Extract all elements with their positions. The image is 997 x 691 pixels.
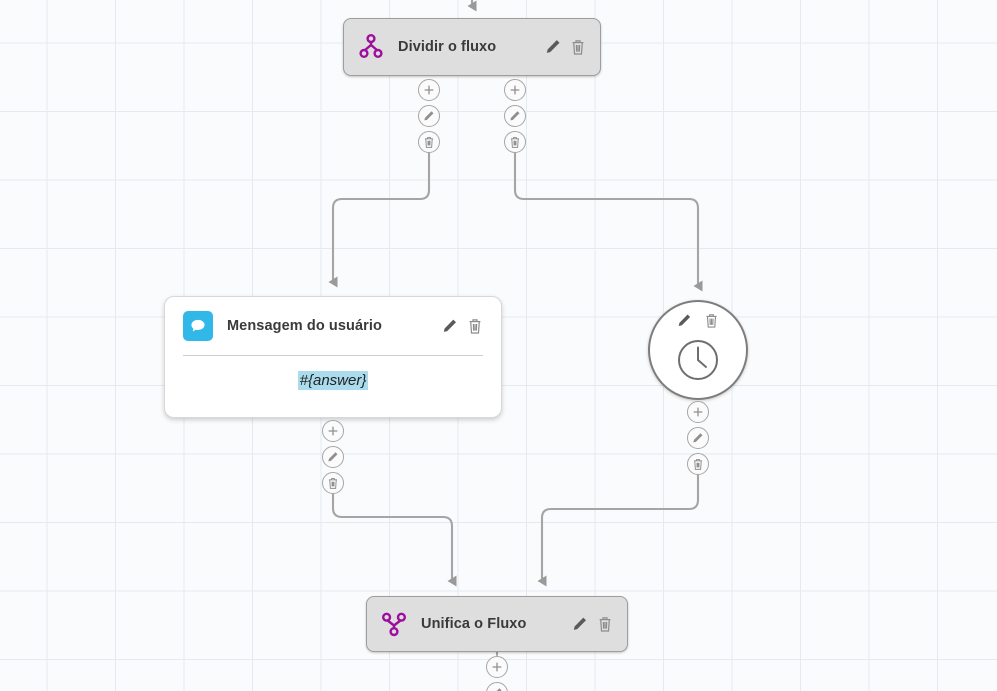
delete-icon[interactable] (467, 318, 483, 335)
node-split-title: Dividir o fluxo (398, 39, 497, 55)
edit-connector-button[interactable] (418, 105, 440, 127)
node-split-actions (545, 39, 586, 56)
add-step-button[interactable] (504, 79, 526, 101)
merge-icon (381, 611, 407, 637)
edge-split-right-to-timer (513, 151, 703, 292)
connector-controls-merge[interactable] (486, 656, 508, 691)
edit-connector-button[interactable] (687, 427, 709, 449)
node-merge[interactable]: Unifica o Fluxo (366, 596, 628, 652)
node-merge-header: Unifica o Fluxo (367, 597, 627, 651)
edit-connector-button[interactable] (322, 446, 344, 468)
node-split-header: Dividir o fluxo (344, 19, 600, 75)
node-user-message-body: #{answer} (165, 356, 501, 390)
delete-connector-button[interactable] (504, 131, 526, 153)
edit-connector-button[interactable] (486, 682, 508, 691)
delete-icon[interactable] (704, 313, 720, 330)
edit-icon[interactable] (545, 39, 561, 56)
chat-bubble-icon (183, 311, 213, 341)
edit-icon[interactable] (677, 313, 693, 330)
connector-controls-split-right[interactable] (504, 79, 526, 157)
node-split[interactable]: Dividir o fluxo (343, 18, 601, 76)
edge-message-to-merge (331, 492, 457, 587)
clock-icon (676, 338, 720, 387)
delete-icon[interactable] (570, 39, 586, 56)
add-step-button[interactable] (322, 420, 344, 442)
edit-icon[interactable] (442, 318, 458, 335)
edit-icon[interactable] (572, 616, 588, 633)
add-step-button[interactable] (486, 656, 508, 678)
node-merge-actions (572, 616, 613, 633)
split-icon (358, 33, 384, 60)
add-step-button[interactable] (418, 79, 440, 101)
variable-chip[interactable]: #{answer} (297, 371, 369, 390)
node-user-message[interactable]: Mensagem do usuário (164, 296, 502, 418)
node-user-message-header: Mensagem do usuário (165, 297, 501, 355)
edit-connector-button[interactable] (504, 105, 526, 127)
edge-split-left-to-message (328, 151, 431, 288)
node-merge-title: Unifica o Fluxo (421, 616, 527, 632)
edge-timer-to-merge (537, 473, 700, 587)
node-user-message-title: Mensagem do usuário (227, 318, 382, 334)
connector-controls-timer[interactable] (687, 401, 709, 479)
add-step-button[interactable] (687, 401, 709, 423)
node-timer-actions (650, 313, 746, 330)
delete-connector-button[interactable] (687, 453, 709, 475)
delete-connector-button[interactable] (322, 472, 344, 494)
connector-controls-user-message[interactable] (322, 420, 344, 498)
delete-icon[interactable] (597, 616, 613, 633)
node-timer[interactable] (648, 300, 748, 400)
connector-controls-split-left[interactable] (418, 79, 440, 157)
delete-connector-button[interactable] (418, 131, 440, 153)
node-divider (183, 355, 483, 356)
node-user-message-actions (442, 318, 483, 335)
